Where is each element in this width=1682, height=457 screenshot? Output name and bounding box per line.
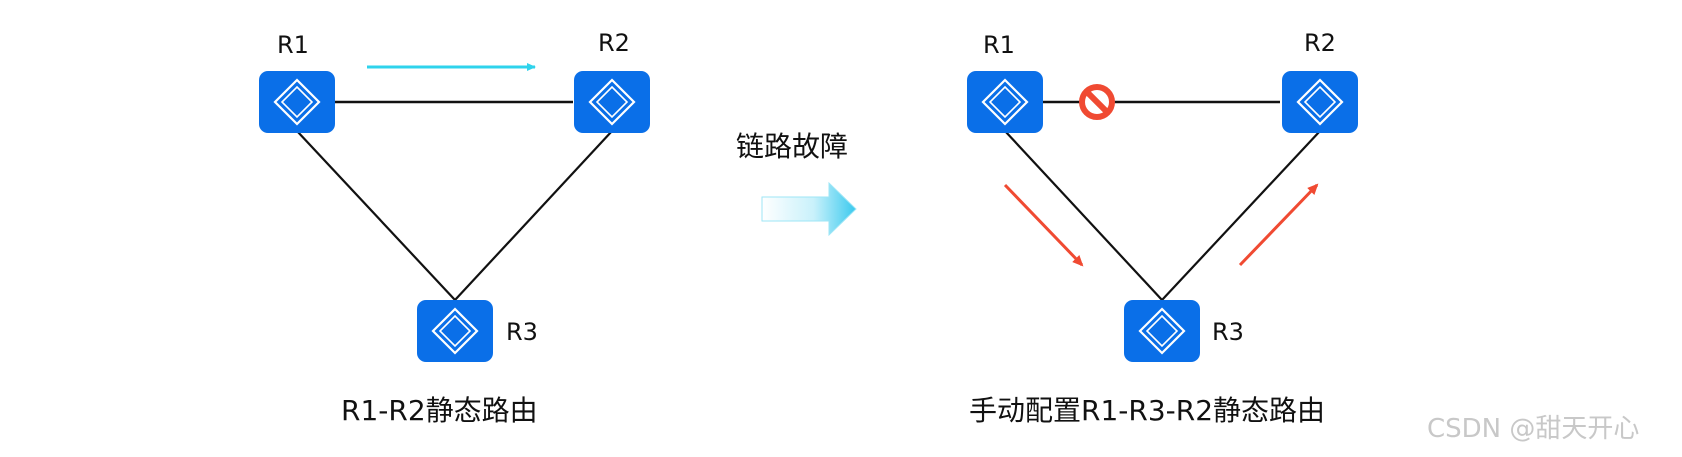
router-icon: [415, 298, 495, 364]
backup-path-arrow-r3-r2: [1238, 183, 1319, 267]
router-icon: [257, 69, 337, 135]
right-topology: [965, 69, 1360, 364]
left-r3-label: R3: [506, 318, 538, 346]
transition-arrow-icon: [761, 181, 857, 237]
backup-path-arrow-r1-r3: [1003, 183, 1084, 267]
left-topology: [257, 63, 652, 364]
link-r2-r3: [454, 130, 613, 301]
router-icon: [572, 69, 652, 135]
right-r3-label: R3: [1212, 318, 1244, 346]
right-r1-label: R1: [983, 31, 1015, 59]
link-r2-r3: [1161, 130, 1321, 301]
router-icon: [1122, 298, 1202, 364]
right-r2-label: R2: [1304, 29, 1336, 57]
left-r1-label: R1: [277, 31, 309, 59]
link-r1-r3: [1004, 130, 1163, 301]
router-icon: [965, 69, 1045, 135]
link-r1-r3: [296, 130, 456, 301]
right-caption: 手动配置R1-R3-R2静态路由: [969, 394, 1326, 427]
left-r2-label: R2: [598, 29, 630, 57]
transition-label: 链路故障: [736, 130, 849, 163]
watermark: CSDN @甜天开心: [1427, 414, 1640, 444]
fault-prohibit-icon: [1079, 84, 1115, 120]
router-icon: [1280, 69, 1360, 135]
left-caption: R1-R2静态路由: [341, 394, 538, 427]
